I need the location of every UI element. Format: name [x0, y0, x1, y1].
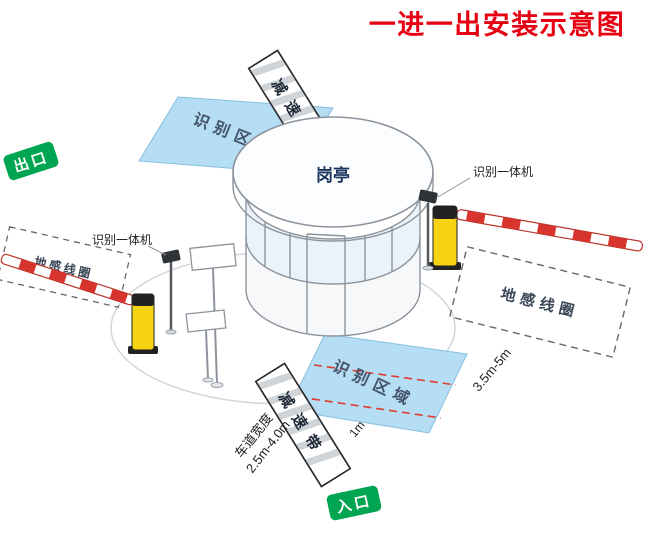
entrance-sign: 入口	[326, 485, 382, 521]
camera-head-left-icon	[161, 249, 181, 264]
loop-distance-text: 3.5m-5m	[469, 345, 513, 394]
reader-camera-left	[161, 249, 181, 335]
camera-head-right-icon	[418, 189, 438, 204]
booth-door	[306, 233, 346, 336]
reader-right-leader	[437, 177, 471, 198]
booth-roof	[232, 116, 434, 228]
reader-left-label: 识别一体机	[92, 233, 152, 247]
speed-bump-bottom: 减速带	[254, 362, 352, 488]
booth-wall-band	[246, 238, 420, 336]
guard-booth: 岗亭	[232, 116, 434, 337]
barrier-post-left	[128, 293, 158, 354]
ground-loop-right: 地感线圈	[448, 245, 632, 359]
reader-left-leader	[147, 245, 167, 256]
recognition-zone-bottom	[287, 333, 468, 434]
barrier-arm-right-stripes	[465, 210, 628, 249]
reader-camera-right	[418, 189, 438, 271]
booth-label: 岗亭	[316, 165, 350, 185]
loop-distance-dim: 3.5m-5m	[469, 345, 513, 394]
booth-window-mullions	[264, 222, 393, 281]
stop-line-1	[313, 364, 457, 386]
speed-bump-bottom-stripes	[257, 371, 341, 467]
barrier-post-right	[429, 205, 461, 270]
barrier-arm-left	[0, 253, 136, 306]
barrier-arm-left-stripes	[18, 259, 128, 304]
ground-loop-right-label: 地感线圈	[499, 285, 581, 322]
reader-right-label: 识别一体机	[473, 165, 533, 179]
stop-line-2	[298, 396, 442, 419]
exit-sign: 出口	[3, 141, 59, 181]
barrier-arm-right	[456, 209, 643, 252]
page-title: 一进一出安装示意图	[369, 9, 626, 40]
sign-post-b	[185, 309, 227, 383]
